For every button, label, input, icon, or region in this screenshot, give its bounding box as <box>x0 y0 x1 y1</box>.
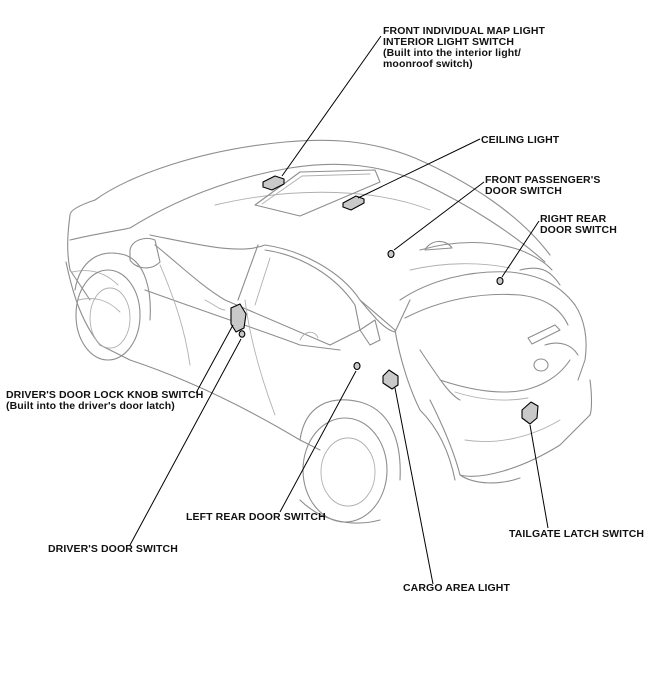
label-front-passenger-door-switch: FRONT PASSENGER'S DOOR SWITCH <box>485 174 601 197</box>
driver-door-latch-component <box>230 303 247 338</box>
leader-left-rear <box>279 370 357 513</box>
left-rear-door-switch-component <box>353 361 361 371</box>
leader-right-rear <box>501 220 540 278</box>
leader-front-passenger <box>393 181 485 251</box>
label-tailgate-latch-switch: TAILGATE LATCH SWITCH <box>509 528 645 540</box>
label-cargo-area-light: CARGO AREA LIGHT <box>403 582 510 594</box>
leader-tailgate <box>529 424 549 529</box>
right-rear-door-switch-component <box>496 276 504 286</box>
map-light-component <box>262 175 285 191</box>
label-ceiling-light: CEILING LIGHT <box>481 134 560 146</box>
leader-map-light <box>281 35 382 177</box>
tailgate-latch-component <box>521 401 539 425</box>
label-front-individual-map-light: FRONT INDIVIDUAL MAP LIGHT INTERIOR LIGH… <box>383 25 546 70</box>
leader-driver-lock-knob <box>195 324 234 394</box>
vehicle-body <box>65 139 593 524</box>
leader-cargo <box>394 387 434 585</box>
leader-driver-door <box>129 338 242 546</box>
ceiling-light-component <box>342 195 365 211</box>
label-driver-door-lock-knob-switch: DRIVER'S DOOR LOCK KNOB SWITCH (Built in… <box>6 389 204 412</box>
label-driver-door-switch: DRIVER'S DOOR SWITCH <box>48 543 178 555</box>
leader-lines <box>129 35 549 585</box>
cargo-area-light-component <box>382 369 399 390</box>
front-passenger-door-switch-component <box>387 249 395 259</box>
label-right-rear-door-switch: RIGHT REAR DOOR SWITCH <box>540 213 617 236</box>
label-left-rear-door-switch: LEFT REAR DOOR SWITCH <box>186 511 326 523</box>
leader-ceiling-light <box>357 138 481 199</box>
